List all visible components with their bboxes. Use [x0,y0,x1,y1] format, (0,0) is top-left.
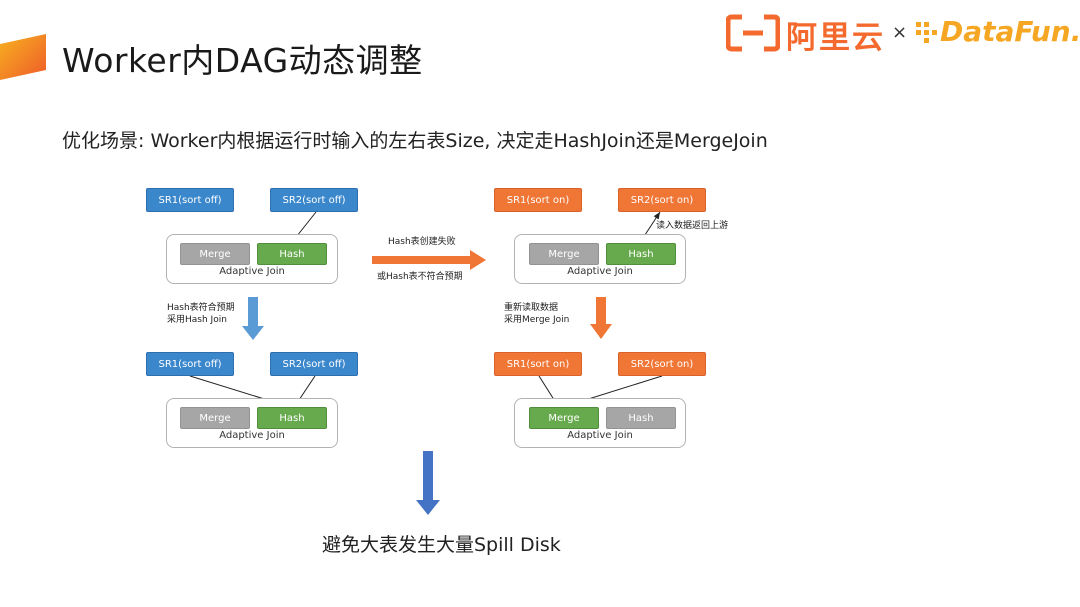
label-upstream: 读入数据返回上游 [656,221,729,231]
right-bottom-adaptive-join: Merge Hash Adaptive Join [514,398,686,448]
right-top-sr1-box: SR1(sort on) [494,188,582,212]
datafun-logo-text: DataFun. [940,15,1080,48]
label-hash-unexpected: 或Hash表不符合预期 [377,272,463,282]
label-hash-ok-2: 采用Hash Join [167,315,227,325]
conclusion-text: 避免大表发生大量Spill Disk [322,534,561,556]
left-bottom-join-label: Adaptive Join [219,430,285,441]
right-bottom-sr2-box: SR2(sort on) [618,352,706,376]
right-bottom-hash-box: Hash [606,407,676,429]
left-top-hash-box: Hash [257,243,327,265]
left-bottom-merge-box: Merge [180,407,250,429]
left-bottom-adaptive-join: Merge Hash Adaptive Join [166,398,338,448]
right-top-sr2-box: SR2(sort on) [618,188,706,212]
left-top-adaptive-join: Merge Hash Adaptive Join [166,234,338,284]
blue-down-arrow [242,297,264,340]
orange-right-arrow [372,250,486,270]
left-top-sr1-box: SR1(sort off) [146,188,234,212]
left-bottom-hash-box: Hash [257,407,327,429]
label-hash-ok-1: Hash表符合预期 [167,303,235,313]
right-bottom-merge-box: Merge [529,407,599,429]
subtitle: 优化场景: Worker内根据运行时输入的左右表Size, 决定走HashJoi… [62,130,768,152]
left-top-merge-box: Merge [180,243,250,265]
right-top-join-label: Adaptive Join [567,266,633,277]
datafun-dots-icon [916,22,937,43]
right-top-adaptive-join: Merge Hash Adaptive Join [514,234,686,284]
left-bottom-sr2-box: SR2(sort off) [270,352,358,376]
conclusion-down-arrow [416,451,440,515]
left-top-sr2-box: SR2(sort off) [270,188,358,212]
right-bottom-join-label: Adaptive Join [567,430,633,441]
left-top-join-label: Adaptive Join [219,266,285,277]
aliyun-logo-text: 阿里云 [786,20,885,56]
label-hash-fail: Hash表创建失败 [388,237,456,247]
logo-area: 阿里云 × DataFun. [726,12,1080,56]
right-top-hash-box: Hash [606,243,676,265]
label-reread-2: 采用Merge Join [504,315,570,325]
right-top-merge-box: Merge [529,243,599,265]
orange-down-arrow [590,297,612,339]
label-reread-1: 重新读取数据 [504,303,559,313]
left-bottom-sr1-box: SR1(sort off) [146,352,234,376]
logo-separator: × [892,22,908,43]
right-bottom-sr1-box: SR1(sort on) [494,352,582,376]
aliyun-logo-icon [726,14,780,52]
title-accent-shape [0,34,46,80]
page-title: Worker内DAG动态调整 [62,41,423,80]
